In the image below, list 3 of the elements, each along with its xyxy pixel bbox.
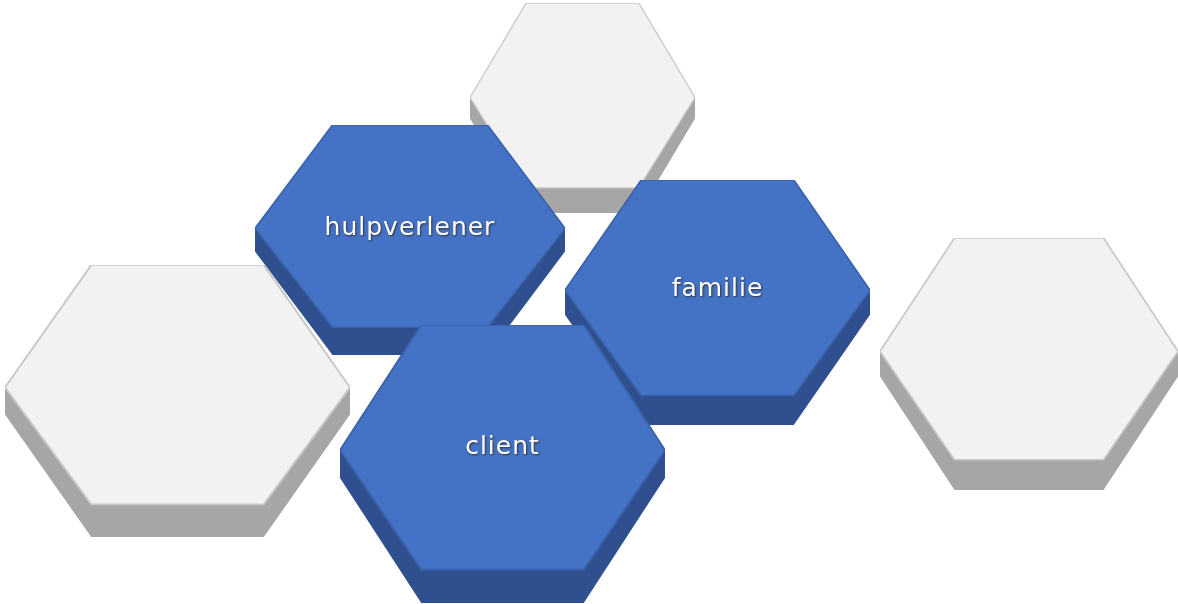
tile-label: client <box>464 430 541 460</box>
tile-label: hulpverlener <box>323 212 497 242</box>
tile-label: familie <box>670 273 765 303</box>
